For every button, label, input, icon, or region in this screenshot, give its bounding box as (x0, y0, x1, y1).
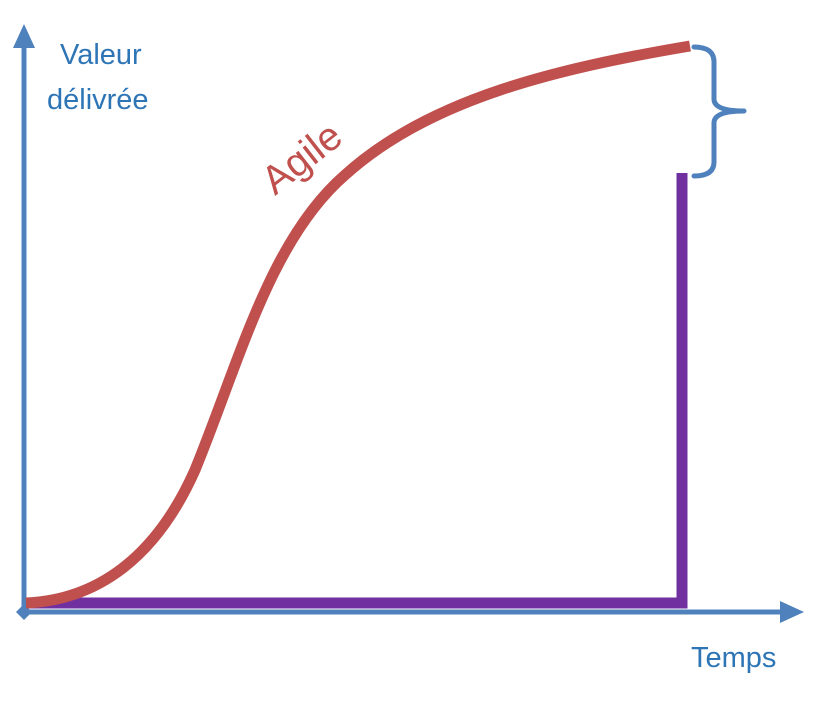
y-axis-label-line2: délivrée (47, 84, 149, 116)
waterfall-line (26, 173, 688, 609)
y-axis-arrowhead (13, 24, 35, 48)
y-axis-label-line1: Valeur (60, 39, 142, 71)
agile-curve (25, 40, 691, 609)
x-axis-arrowhead (780, 601, 804, 623)
value-gap-brace (691, 44, 747, 179)
x-axis-label: Temps (691, 642, 776, 674)
